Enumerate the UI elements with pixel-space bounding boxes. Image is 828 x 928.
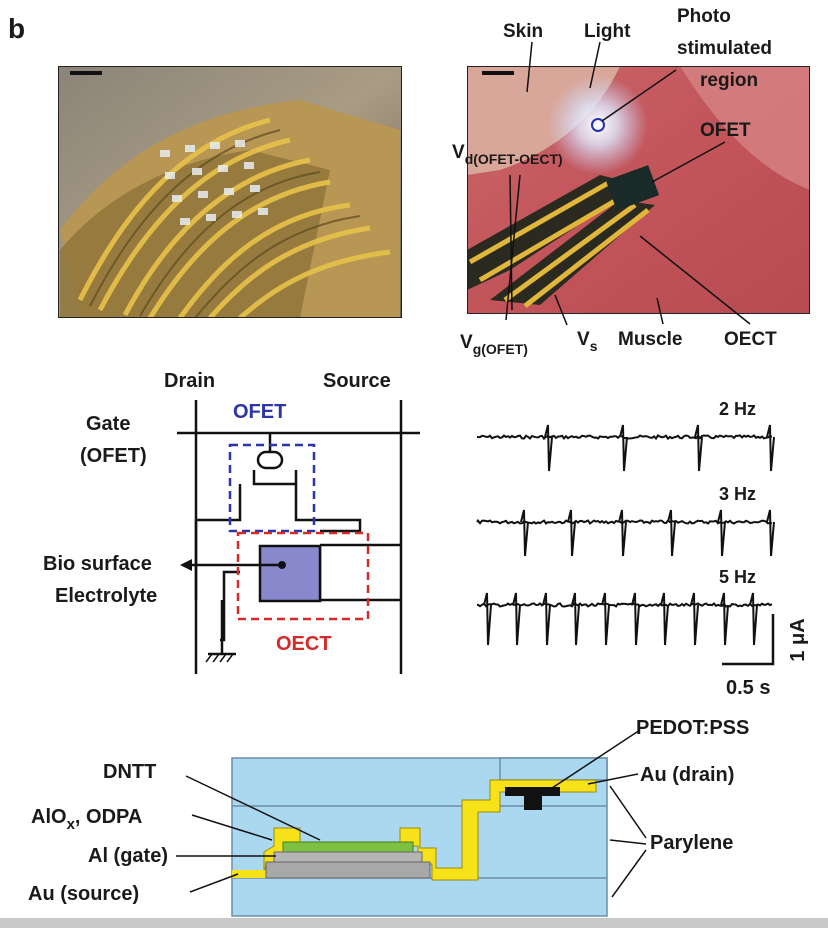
- svg-text:Vg(OFET): Vg(OFET): [460, 332, 528, 357]
- trace-spike: [749, 592, 758, 646]
- trace-spike: [694, 424, 703, 472]
- panel-letter: b: [8, 13, 25, 44]
- trace-spike: [601, 592, 610, 646]
- svg-text:region: region: [700, 70, 758, 91]
- scale-bar: [722, 614, 775, 666]
- trace-spike: [660, 592, 669, 646]
- svg-text:1 μA: 1 μA: [787, 618, 809, 661]
- trace-line: [476, 518, 773, 525]
- svg-text:stimulated: stimulated: [677, 38, 772, 59]
- svg-text:OFET: OFET: [233, 401, 286, 423]
- photo-labels: Skin Light Photo stimulated region OFET …: [452, 6, 777, 357]
- oect-channel: [258, 544, 322, 603]
- svg-text:Source: Source: [323, 370, 391, 392]
- trace-spike: [667, 509, 676, 557]
- trace-spike: [766, 509, 775, 557]
- trace-spike: [720, 592, 729, 646]
- svg-text:(OFET): (OFET): [80, 445, 147, 467]
- svg-text:Muscle: Muscle: [618, 329, 682, 350]
- svg-text:Au (source): Au (source): [28, 883, 139, 905]
- trace-spike: [520, 509, 529, 557]
- right-photo: [467, 66, 810, 314]
- svg-text:AlOx, ODPA: AlOx, ODPA: [31, 806, 142, 833]
- trace-spike: [542, 592, 551, 646]
- svg-text:Gate: Gate: [86, 413, 130, 435]
- svg-text:Vd(OFET-OECT): Vd(OFET-OECT): [452, 142, 563, 167]
- left-photo: [58, 66, 402, 318]
- oect-box: [236, 531, 370, 621]
- svg-text:Bio surface: Bio surface: [43, 553, 152, 575]
- svg-text:OECT: OECT: [724, 329, 777, 350]
- svg-text:Au (drain): Au (drain): [640, 764, 734, 786]
- trace-spike: [512, 592, 521, 646]
- trace-spike: [483, 592, 492, 646]
- circuit-diagram: Drain Source Gate (OFET) OFET OECT Bio s…: [43, 370, 420, 674]
- svg-text:Al (gate): Al (gate): [88, 845, 168, 867]
- svg-text:DNTT: DNTT: [103, 761, 156, 783]
- trace-spike: [717, 509, 726, 557]
- svg-text:2 Hz: 2 Hz: [719, 399, 756, 419]
- svg-text:0.5 s: 0.5 s: [726, 677, 770, 699]
- svg-text:Skin: Skin: [503, 21, 543, 42]
- bottom-strip: [0, 918, 828, 928]
- svg-text:Drain: Drain: [164, 370, 215, 392]
- svg-text:PEDOT:PSS: PEDOT:PSS: [636, 717, 749, 739]
- svg-text:3 Hz: 3 Hz: [719, 484, 756, 504]
- svg-text:Vs: Vs: [577, 329, 598, 354]
- trace-spike: [631, 592, 640, 646]
- trace-spike: [571, 592, 580, 646]
- trace-line: [476, 602, 773, 608]
- svg-text:OECT: OECT: [276, 633, 332, 655]
- svg-text:Parylene: Parylene: [650, 832, 733, 854]
- trace-line: [477, 434, 773, 441]
- svg-text:Photo: Photo: [677, 6, 731, 27]
- trace-spike: [690, 592, 699, 646]
- trace-spike: [567, 509, 576, 557]
- stimulation-marker: [591, 118, 605, 132]
- svg-text:Light: Light: [584, 21, 631, 42]
- svg-text:5 Hz: 5 Hz: [719, 567, 756, 587]
- current-traces: 2 Hz 3 Hz 5 Hz 1 μA 0.5 s: [476, 399, 809, 699]
- trace-spike: [619, 424, 628, 472]
- svg-text:Electrolyte: Electrolyte: [55, 585, 157, 607]
- ofet-box: [228, 443, 316, 533]
- trace-spike: [544, 424, 553, 472]
- trace-spike: [766, 424, 775, 472]
- cross-section: PEDOT:PSS DNTT AlOx, ODPA Al (gate) Au (…: [28, 717, 749, 917]
- svg-text:OFET: OFET: [700, 120, 751, 141]
- trace-spike: [618, 509, 627, 557]
